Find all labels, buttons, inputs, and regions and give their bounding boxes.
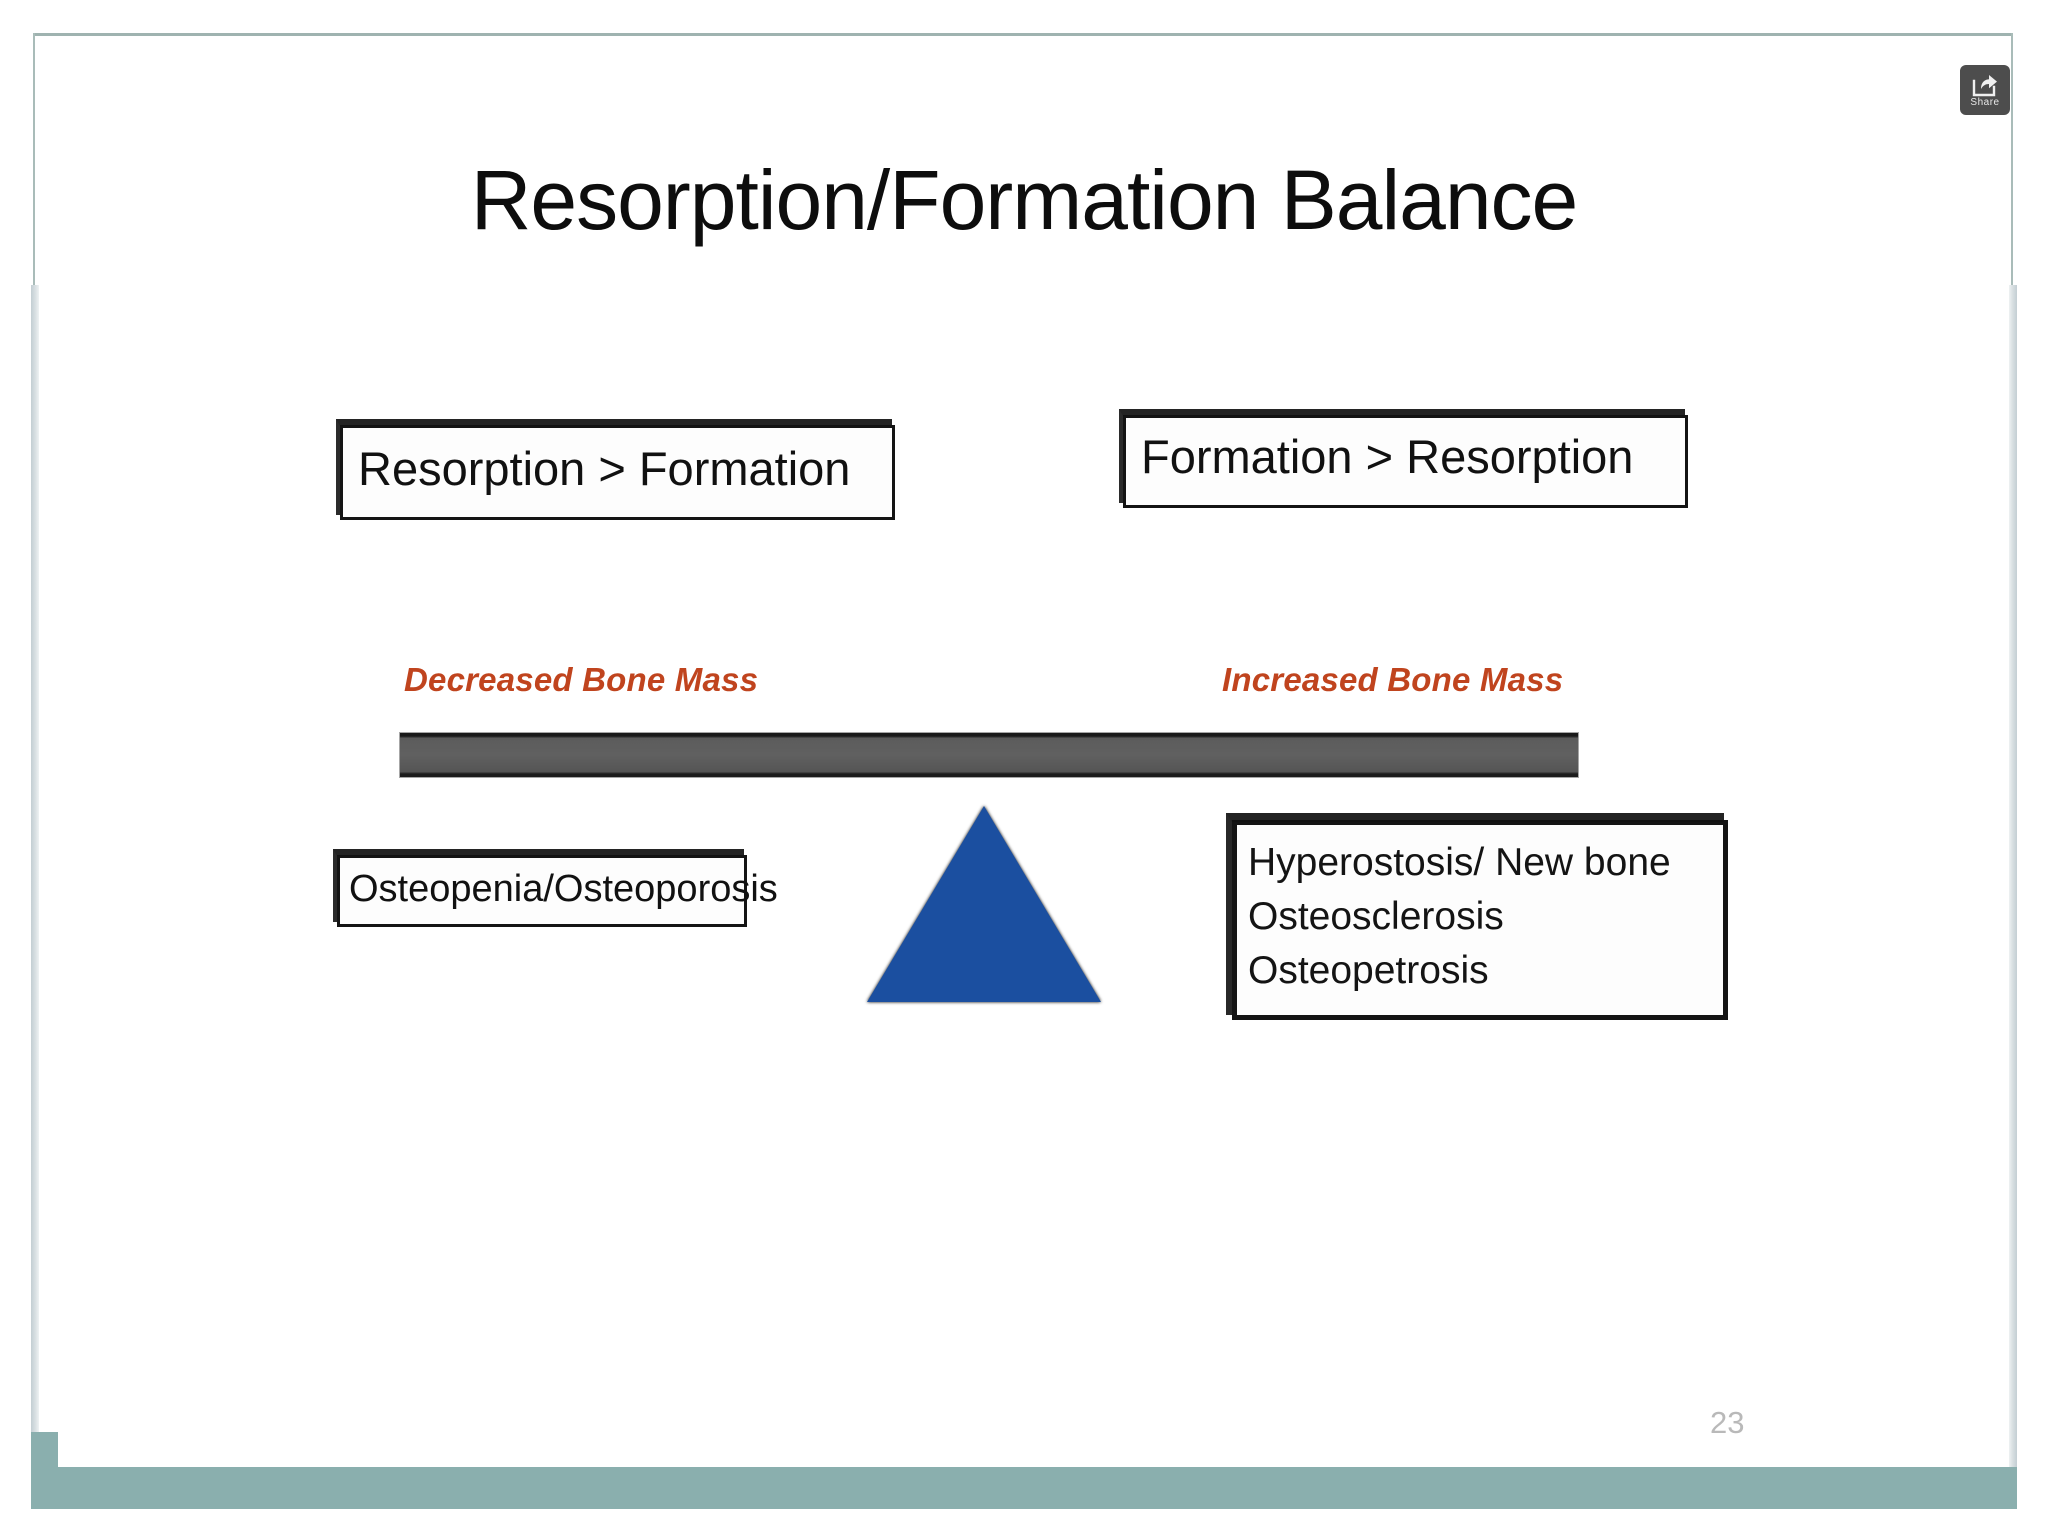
outcome-caption-right: Increased Bone Mass (1222, 661, 1564, 698)
slide-border-right-upper (2011, 33, 2013, 285)
disease-box-right: Hyperostosis/ New bone Osteosclerosis Os… (1226, 813, 1728, 1020)
slide-border-bottom-band (31, 1467, 2017, 1509)
disease-box-left: Osteopenia/Osteoporosis (333, 849, 778, 927)
disease-list-item: Osteosclerosis (1248, 895, 1504, 938)
disease-list-item: Hyperostosis/ New bone (1248, 841, 1671, 884)
balance-beam (400, 733, 1578, 777)
balance-fulcrum-triangle (867, 806, 1101, 1002)
slide-border-left-band (31, 285, 39, 1467)
slide-border-left-upper (33, 33, 35, 285)
condition-label-left: Resorption > Formation (358, 442, 851, 495)
disease-label-left: Osteopenia/Osteoporosis (349, 868, 778, 910)
slide-border-right-band (2009, 285, 2017, 1467)
share-button[interactable]: Share (1960, 65, 2010, 115)
disease-list-item: Osteopetrosis (1248, 949, 1489, 992)
disease-list-right: Hyperostosis/ New bone Osteosclerosis Os… (1248, 836, 1718, 998)
page-title: Resorption/Formation Balance (470, 153, 1579, 247)
condition-box-left: Resorption > Formation (336, 419, 895, 520)
share-button-label: Share (1970, 96, 2000, 108)
share-icon (1972, 73, 1998, 97)
condition-label-right: Formation > Resorption (1141, 430, 1634, 483)
condition-box-right: Formation > Resorption (1119, 409, 1688, 508)
outcome-caption-left: Decreased Bone Mass (404, 661, 759, 698)
slide-border-top (33, 33, 2013, 36)
slide-border-corner-stub (31, 1432, 58, 1472)
page-number: 23 (1710, 1405, 1745, 1440)
